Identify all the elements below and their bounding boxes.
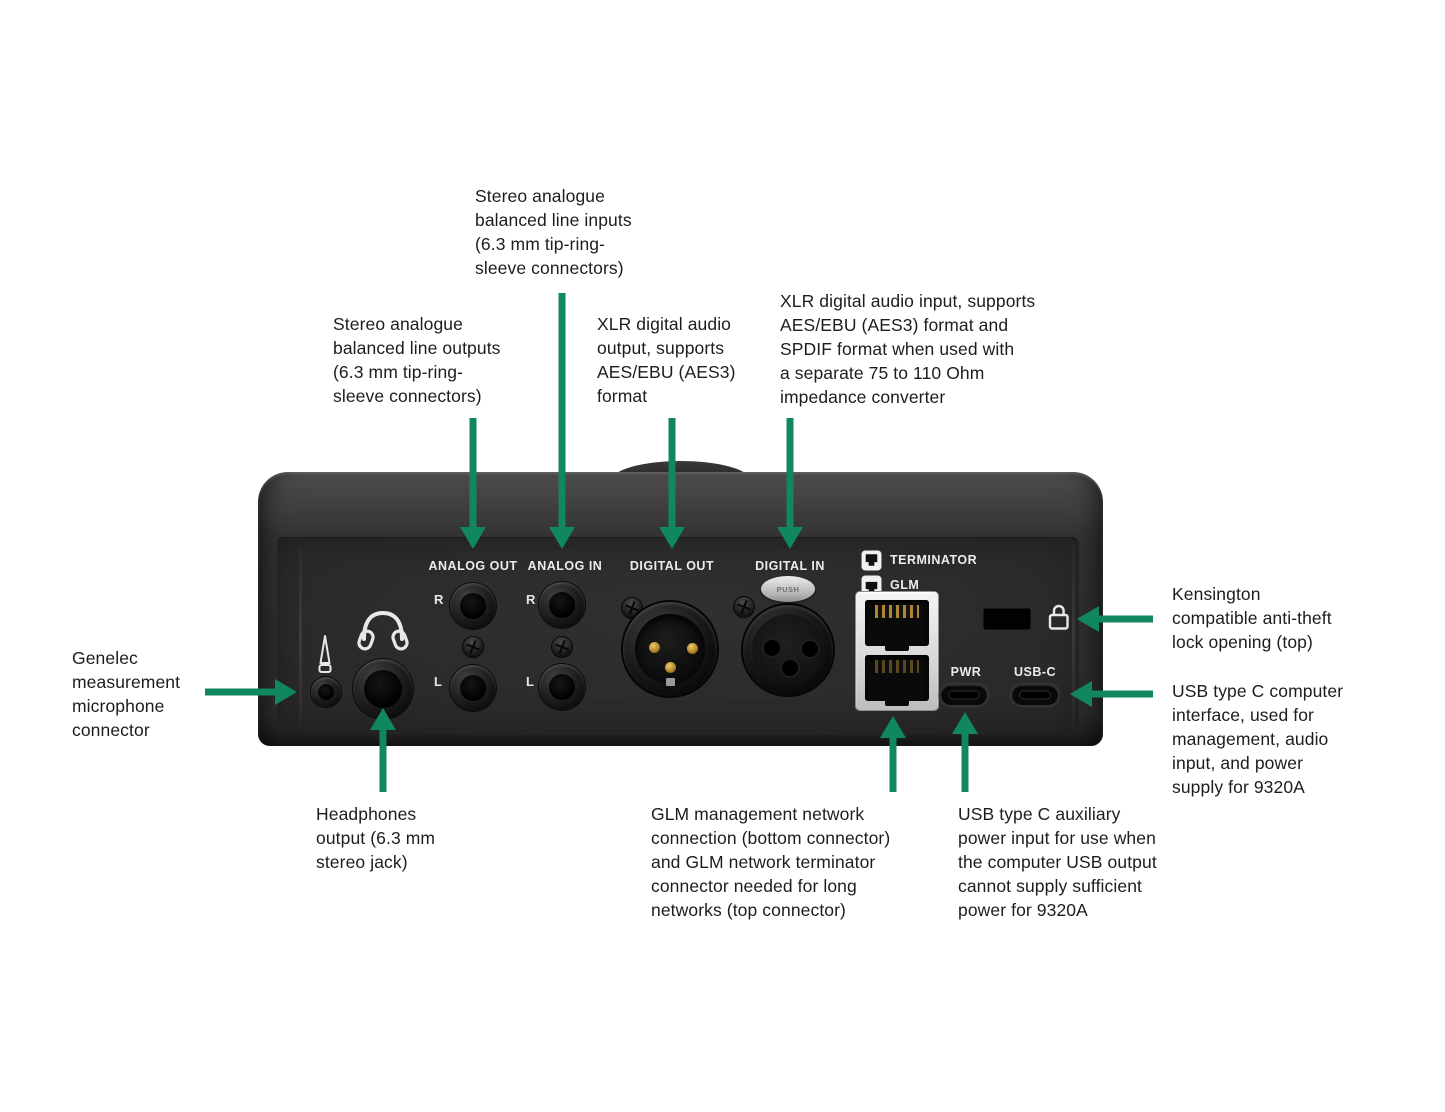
xlr-pin [665, 662, 676, 673]
terminator-rj45-port [865, 600, 929, 651]
xlr-pin [687, 643, 698, 654]
analog-out-l-jack [450, 665, 496, 711]
analog-out-r-jack [450, 583, 496, 629]
label-digital-in: DIGITAL IN [755, 559, 825, 573]
analog-in-r-jack [539, 582, 585, 628]
label-analog-out-r: R [434, 592, 444, 607]
label-analog-out-l: L [434, 674, 442, 689]
push-latch-label: PUSH [776, 584, 800, 594]
label-analog-in: ANALOG IN [527, 559, 603, 573]
kensington-lock-slot [984, 609, 1030, 629]
label-analog-in-r: R [526, 592, 536, 607]
mic-input-jack [311, 677, 341, 707]
label-pwr: PWR [950, 665, 982, 679]
annotation-line-outputs: Stereo analogue balanced line outputs (6… [333, 314, 501, 406]
label-usb-c: USB-C [1013, 665, 1057, 679]
annotation-usb-aux: USB type C auxiliary power input for use… [958, 804, 1157, 920]
glm-rj45-port [865, 655, 929, 706]
panel-left-seam [299, 545, 302, 727]
pwr-usb-c-port [941, 685, 987, 705]
label-analog-in-l: L [526, 674, 534, 689]
annotation-kensington: Kensington compatible anti-theft lock op… [1172, 584, 1332, 652]
annotation-usb-computer: USB type C computer interface, used for … [1172, 681, 1344, 797]
terminator-connector-icon [861, 550, 882, 571]
label-analog-out: ANALOG OUT [428, 559, 518, 573]
headphones-output-jack [353, 659, 413, 719]
panel-right-seam [1072, 545, 1075, 727]
usb-c-port [1012, 685, 1058, 705]
padlock-icon [1048, 604, 1069, 630]
glm-network-ports [856, 592, 938, 710]
label-terminator: TERMINATOR [890, 553, 978, 567]
xlr-socket-hole [802, 641, 818, 657]
xlr-pin [649, 642, 660, 653]
analog-in-l-jack [539, 664, 585, 710]
label-digital-out: DIGITAL OUT [629, 559, 715, 573]
digital-out-xlr-male [623, 602, 717, 696]
annotation-microphone: Genelec measurement microphone connector [72, 648, 181, 740]
label-glm: GLM [890, 578, 920, 592]
annotation-glm-network: GLM management network connection (botto… [651, 804, 891, 920]
xlr-key-notch [666, 678, 675, 686]
xlr-socket-hole [782, 660, 798, 676]
headphones-icon [357, 610, 409, 651]
annotation-headphones: Headphones output (6.3 mm stereo jack) [316, 804, 436, 872]
annotation-line-inputs: Stereo analogue balanced line inputs (6.… [475, 186, 632, 278]
xlr-push-latch: PUSH [761, 576, 815, 602]
glm-connector-icon [861, 575, 882, 596]
annotation-digital-input: XLR digital audio input, supports AES/EB… [780, 291, 1036, 407]
annotation-digital-output: XLR digital audio output, supports AES/E… [597, 314, 736, 406]
measurement-mic-icon [318, 635, 332, 673]
xlr-socket-hole [764, 640, 780, 656]
digital-in-xlr-female [743, 605, 833, 695]
